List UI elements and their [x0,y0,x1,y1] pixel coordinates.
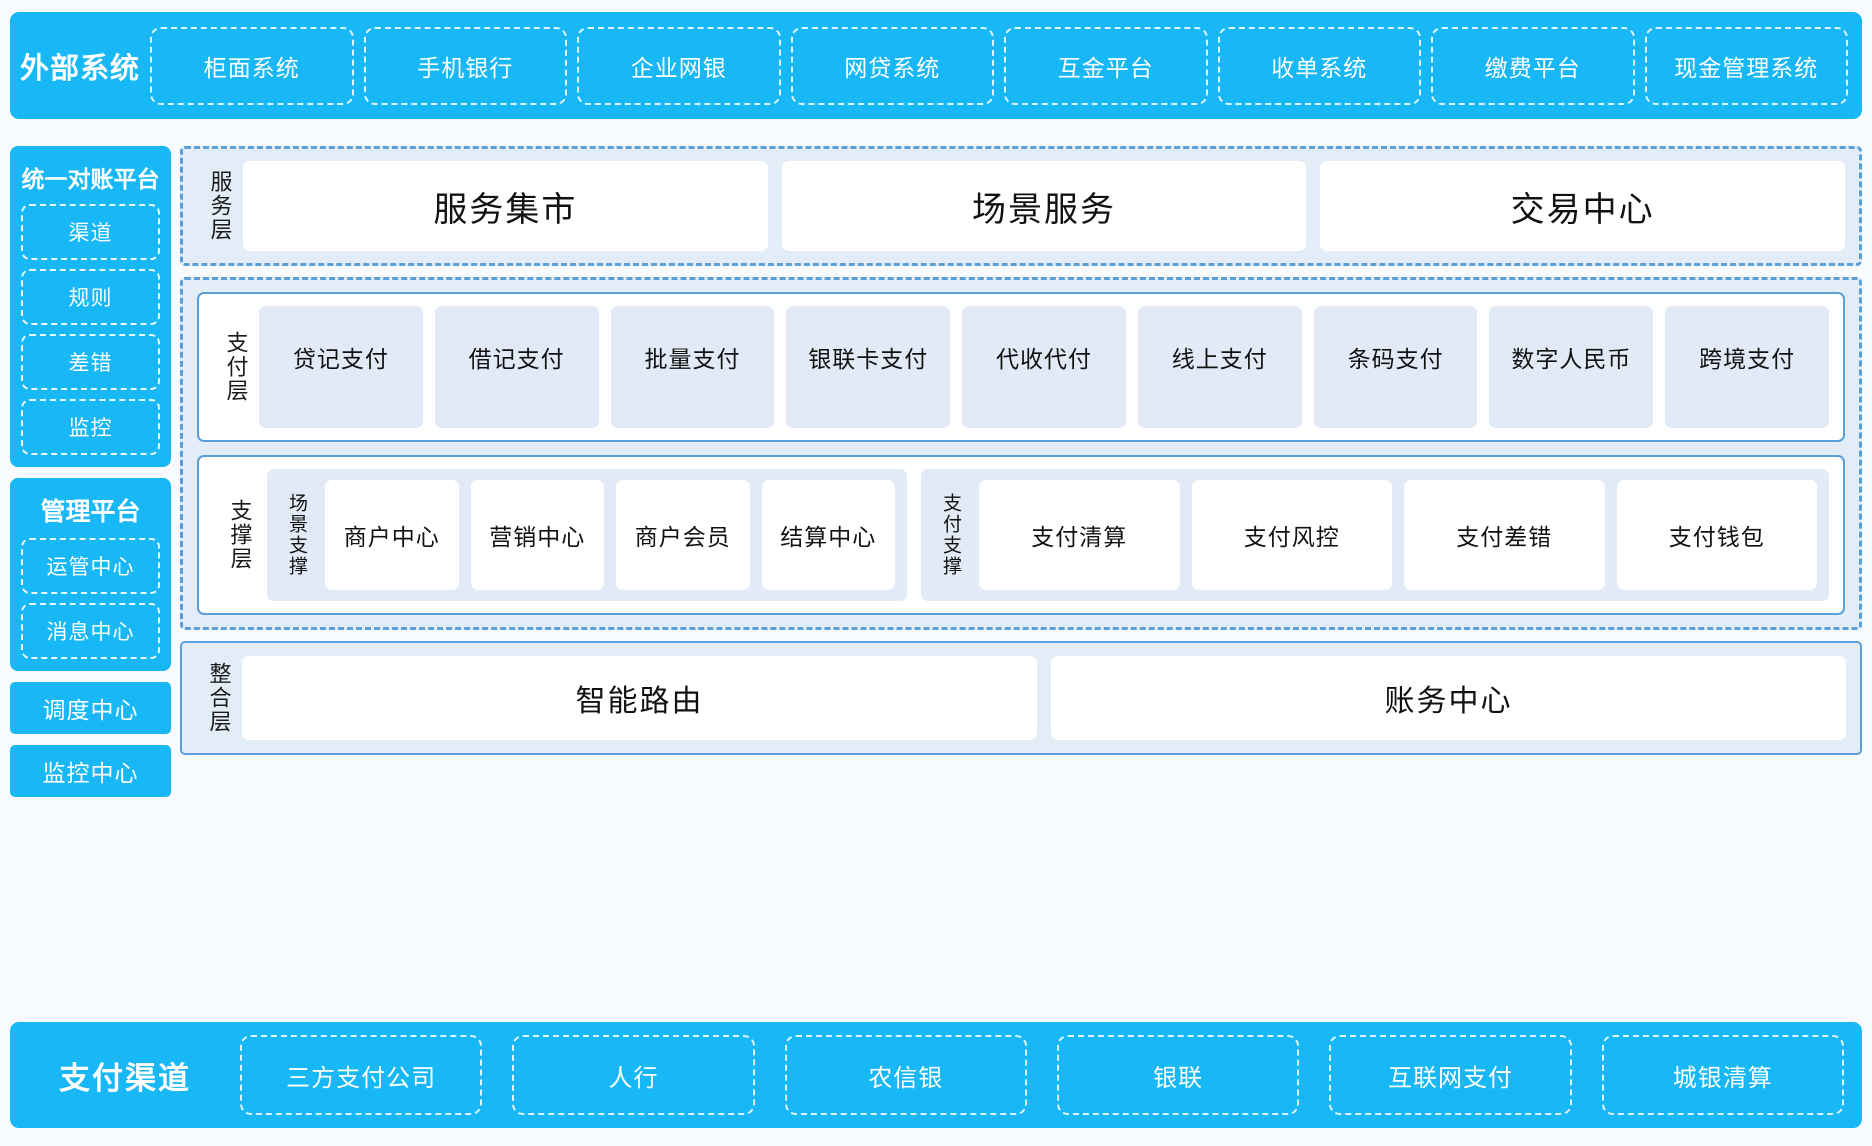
service-layer-cards: 服务集市 场景服务 交易中心 [243,161,1846,251]
payment-cell-barcode[interactable]: 条码支付 [1313,306,1478,428]
support-cell-merchant-center[interactable]: 商户中心 [325,480,459,590]
management-platform-title: 管理平台 [40,498,141,526]
payment-channels-chip-row: 三方支付公司 人行 农信银 银联 互联网支付 城银清算 [240,1035,1844,1115]
left-sidebar: 统一对账平台 渠道 规则 差错 监控 管理平台 运管中心 消息中心 调度中心 监… [10,146,171,808]
reconciliation-platform-title: 统一对账平台 [21,166,160,192]
support-layer-groups: 场景支撑 商户中心 营销中心 商户会员 结算中心 支付支撑 [267,469,1829,601]
service-layer-block: 服务层 服务集市 场景服务 交易中心 [180,146,1862,266]
sidebar-item-scheduling-center[interactable]: 调度中心 [10,682,171,734]
scenario-support-group: 场景支撑 商户中心 营销中心 商户会员 结算中心 [267,469,907,601]
support-layer-label: 支撑层 [227,499,253,571]
payment-layer-cells: 贷记支付 借记支付 批量支付 银联卡支付 代收代付 线上支付 条码支付 数字人民… [259,306,1830,428]
sidebar-item-rule[interactable]: 规则 [21,269,160,325]
payment-cell-batch[interactable]: 批量支付 [610,306,775,428]
sidebar-item-operations-center[interactable]: 运管中心 [21,538,160,594]
payment-layer-block: 支付层 贷记支付 借记支付 批量支付 银联卡支付 代收代付 线上支付 条码支付 … [197,292,1845,442]
support-cell-settlement-center[interactable]: 结算中心 [761,480,895,590]
payment-cell-collection-payment[interactable]: 代收代付 [962,306,1126,428]
support-cell-payment-wallet[interactable]: 支付钱包 [1616,480,1817,590]
payment-channels-bar: 支付渠道 三方支付公司 人行 农信银 银联 互联网支付 城银清算 [10,1022,1862,1128]
support-cell-marketing-center[interactable]: 营销中心 [470,480,604,590]
reconciliation-platform-panel: 统一对账平台 渠道 规则 差错 监控 [10,146,171,467]
integration-layer-block: 整合层 智能路由 账务中心 [180,641,1862,755]
external-system-chip[interactable]: 手机银行 [363,26,567,105]
payment-support-label: 支付支撑 [939,493,961,577]
payment-cell-credit[interactable]: 贷记支付 [259,306,423,428]
external-system-chip[interactable]: 互金平台 [1004,26,1208,105]
management-platform-panel: 管理平台 运管中心 消息中心 [10,478,171,671]
support-layer-block: 支撑层 场景支撑 商户中心 营销中心 商户会员 结算中心 [197,455,1845,615]
sidebar-item-monitoring-center[interactable]: 监控中心 [10,745,171,797]
integration-card-accounting-center[interactable]: 账务中心 [1051,656,1846,740]
integration-card-smart-routing[interactable]: 智能路由 [242,656,1037,740]
scenario-support-label: 场景支撑 [285,493,307,577]
external-systems-title: 外部系统 [19,52,140,85]
payment-channel-chip[interactable]: 城银清算 [1601,1035,1844,1115]
service-layer-label: 服务层 [207,170,233,242]
payment-channel-chip[interactable]: 银联 [1056,1035,1300,1115]
payment-support-group: 支付支撑 支付清算 支付风控 支付差错 支付钱包 [921,469,1829,601]
integration-layer-cards: 智能路由 账务中心 [242,656,1846,740]
payment-cell-unionpay-card[interactable]: 银联卡支付 [786,306,951,428]
external-system-chip[interactable]: 网贷系统 [790,26,994,105]
sidebar-item-monitor[interactable]: 监控 [21,399,160,455]
external-system-chip[interactable]: 柜面系统 [150,26,354,105]
external-system-chip[interactable]: 企业网银 [577,26,781,105]
payment-cell-debit[interactable]: 借记支付 [434,306,599,428]
core-layers-block: 支付层 贷记支付 借记支付 批量支付 银联卡支付 代收代付 线上支付 条码支付 … [180,277,1862,630]
main-architecture-column: 服务层 服务集市 场景服务 交易中心 支付层 贷记支付 [180,146,1862,755]
sidebar-item-channel[interactable]: 渠道 [21,204,160,260]
support-cell-payment-clearing[interactable]: 支付清算 [979,480,1180,590]
payment-support-cells: 支付清算 支付风控 支付差错 支付钱包 [979,480,1817,590]
payment-channel-chip[interactable]: 三方支付公司 [240,1035,483,1115]
support-cell-merchant-member[interactable]: 商户会员 [616,480,750,590]
scenario-support-cells: 商户中心 营销中心 商户会员 结算中心 [325,480,895,590]
external-systems-bar: 外部系统 柜面系统 手机银行 企业网银 网贷系统 互金平台 收单系统 缴费平台 … [10,12,1862,119]
sidebar-item-error[interactable]: 差错 [21,334,160,390]
payment-channel-chip[interactable]: 人行 [512,1035,755,1115]
payment-cell-digital-rmb[interactable]: 数字人民币 [1489,306,1654,428]
payment-layer-label: 支付层 [223,331,249,403]
support-cell-payment-error[interactable]: 支付差错 [1404,480,1605,590]
service-card-market[interactable]: 服务集市 [243,161,768,251]
external-systems-chip-row: 柜面系统 手机银行 企业网银 网贷系统 互金平台 收单系统 缴费平台 现金管理系… [150,26,1848,105]
payment-channels-title: 支付渠道 [59,1060,191,1096]
payment-cell-cross-border[interactable]: 跨境支付 [1665,306,1830,428]
service-card-scenario[interactable]: 场景服务 [781,161,1307,251]
external-system-chip[interactable]: 现金管理系统 [1644,26,1848,105]
payment-cell-online[interactable]: 线上支付 [1137,306,1302,428]
sidebar-item-message-center[interactable]: 消息中心 [21,603,160,659]
payment-channel-chip[interactable]: 互联网支付 [1329,1035,1572,1115]
external-system-chip[interactable]: 收单系统 [1217,26,1421,105]
support-cell-payment-risk[interactable]: 支付风控 [1191,480,1392,590]
payment-channel-chip[interactable]: 农信银 [784,1035,1027,1115]
external-system-chip[interactable]: 缴费平台 [1431,26,1635,105]
integration-layer-label: 整合层 [206,662,232,734]
service-card-transaction-center[interactable]: 交易中心 [1320,161,1846,251]
